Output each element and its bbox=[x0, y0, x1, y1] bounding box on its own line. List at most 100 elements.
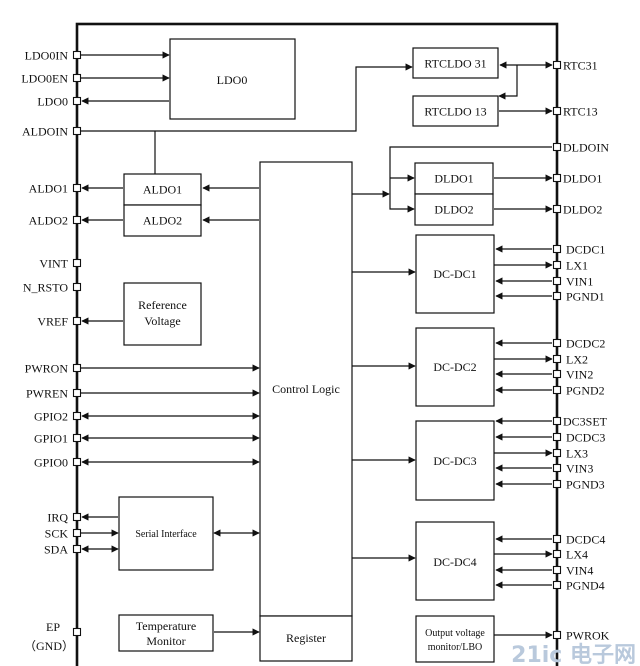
pin-pgnd3-label: PGND3 bbox=[566, 478, 605, 492]
pin-gnd-label: （GND） bbox=[24, 639, 74, 653]
block-dcdc2-label: DC-DC2 bbox=[433, 360, 476, 374]
pin-gpio0-pad bbox=[72, 457, 82, 467]
block-temperature-monitor bbox=[118, 614, 214, 652]
pin-dcdc3-pad bbox=[552, 432, 562, 442]
watermark: 21ic 电子网 bbox=[511, 643, 636, 666]
pin-lx1-pad bbox=[552, 260, 562, 270]
wire-rtc31-rtcldo13 bbox=[498, 65, 518, 100]
block-aldo2-label: ALDO2 bbox=[143, 214, 182, 228]
block-dcdc4-label: DC-DC4 bbox=[433, 555, 476, 569]
pin-sda-label: SDA bbox=[44, 543, 68, 557]
pin-gpio1-label: GPIO1 bbox=[34, 432, 68, 446]
left-pins: LDO0IN LDO0EN LDO0 ALDOIN ALDO1 ALDO2 VI… bbox=[21, 49, 82, 653]
block-output-voltage-monitor bbox=[415, 615, 495, 663]
pin-ep-pad bbox=[72, 627, 82, 637]
right-pins: RTC31 RTC13 DLDOIN DLDO1 DLDO2 DCDC1 LX1… bbox=[552, 59, 610, 643]
pin-irq-pad bbox=[72, 512, 82, 522]
block-rtcldo13 bbox=[412, 95, 499, 127]
pin-ldo0in-pad bbox=[72, 50, 82, 60]
block-output-line1: Output voltage bbox=[425, 628, 485, 639]
block-temp-line2: Monitor bbox=[146, 634, 185, 648]
block-rtcldo31 bbox=[412, 47, 499, 79]
pin-pgnd2-pad bbox=[552, 385, 562, 395]
pin-vin3-label: VIN3 bbox=[566, 462, 593, 476]
block-dldo1-label: DLDO1 bbox=[434, 172, 473, 186]
pin-vint-pad bbox=[72, 258, 82, 268]
pin-aldo2-pad bbox=[72, 215, 82, 225]
block-reference-line1: Reference bbox=[138, 298, 187, 312]
pin-pwrok-label: PWROK bbox=[566, 629, 610, 643]
pin-ep-label: EP bbox=[46, 620, 60, 634]
pin-aldoin-label: ALDOIN bbox=[22, 125, 68, 139]
wire-dldoin-dldo2 bbox=[389, 194, 415, 213]
block-dcdc1-label: DC-DC1 bbox=[433, 267, 476, 281]
block-aldo1-label: ALDO1 bbox=[143, 183, 182, 197]
pin-vin1-pad bbox=[552, 276, 562, 286]
pin-ldo0en-label: LDO0EN bbox=[21, 72, 68, 86]
pin-vref-pad bbox=[72, 316, 82, 326]
pin-lx1-label: LX1 bbox=[566, 259, 588, 273]
pin-rtc13-label: RTC13 bbox=[563, 105, 598, 119]
pin-pgnd4-pad bbox=[552, 580, 562, 590]
pin-vref-label: VREF bbox=[37, 315, 68, 329]
block-dcdc4 bbox=[415, 521, 495, 601]
pin-dcdc3-label: DCDC3 bbox=[566, 431, 605, 445]
pin-lx3-label: LX3 bbox=[566, 447, 588, 461]
pin-pwrok-pad bbox=[552, 630, 562, 640]
pin-vin4-label: VIN4 bbox=[566, 564, 593, 578]
pin-vint-label: VINT bbox=[39, 257, 68, 271]
block-dcdc3-label: DC-DC3 bbox=[433, 454, 476, 468]
pin-ldo0-pad bbox=[72, 96, 82, 106]
pin-gpio0-label: GPIO0 bbox=[34, 456, 68, 470]
pin-pwron-label: PWRON bbox=[25, 362, 69, 376]
pin-dldoin-pad bbox=[552, 142, 562, 152]
block-output-line2: monitor/LBO bbox=[428, 642, 482, 653]
pin-sck-pad bbox=[72, 528, 82, 538]
pin-dldo1-pad bbox=[552, 173, 562, 183]
pin-rtc31-pad bbox=[552, 60, 562, 70]
block-reference-voltage bbox=[123, 282, 202, 346]
pin-sck-label: SCK bbox=[45, 527, 69, 541]
pin-ldo0-label: LDO0 bbox=[37, 95, 68, 109]
pin-dc3set-pad bbox=[552, 416, 562, 426]
pin-lx2-pad bbox=[552, 354, 562, 364]
pin-sda-pad bbox=[72, 544, 82, 554]
pin-lx4-label: LX4 bbox=[566, 548, 588, 562]
pin-vin3-pad bbox=[552, 463, 562, 473]
block-serial-interface bbox=[118, 496, 214, 571]
block-dldo2-label: DLDO2 bbox=[434, 203, 473, 217]
pin-pgnd4-label: PGND4 bbox=[566, 579, 605, 593]
pin-dldo2-pad bbox=[552, 204, 562, 214]
pin-n-rsto-label: N_RSTO bbox=[23, 281, 68, 295]
pin-pwren-label: PWREN bbox=[26, 387, 68, 401]
block-register-label: Register bbox=[286, 631, 326, 645]
block-register bbox=[259, 615, 353, 662]
pin-dcdc1-pad bbox=[552, 244, 562, 254]
pin-pgnd3-pad bbox=[552, 479, 562, 489]
pin-ldo0in-label: LDO0IN bbox=[25, 49, 69, 63]
pin-gpio2-pad bbox=[72, 411, 82, 421]
pin-pwren-pad bbox=[72, 388, 82, 398]
block-temp-line1: Temperature bbox=[136, 619, 196, 633]
pin-aldo2-label: ALDO2 bbox=[29, 214, 68, 228]
chip-outline bbox=[75, 22, 559, 666]
block-dldo1 bbox=[414, 162, 494, 195]
block-rtcldo13-label: RTCLDO 13 bbox=[424, 105, 486, 119]
pin-dcdc4-label: DCDC4 bbox=[566, 533, 605, 547]
functional-blocks: LDO0 RTCLDO 31 RTCLDO 13 ALDO1 ALDO2 Ref… bbox=[118, 38, 499, 663]
pin-pgnd1-label: PGND1 bbox=[566, 290, 605, 304]
pin-lx3-pad bbox=[552, 448, 562, 458]
pin-dcdc4-pad bbox=[552, 534, 562, 544]
pin-dc3set-label: DC3SET bbox=[563, 415, 608, 429]
pin-rtc13-pad bbox=[552, 106, 562, 116]
pin-pgnd2-label: PGND2 bbox=[566, 384, 605, 398]
block-ldo0 bbox=[169, 38, 296, 120]
pin-vin1-label: VIN1 bbox=[566, 275, 593, 289]
block-dldo2 bbox=[414, 193, 494, 226]
wire-aldoin-rtc bbox=[81, 63, 413, 132]
pin-dcdc2-label: DCDC2 bbox=[566, 337, 605, 351]
pin-vin4-pad bbox=[552, 565, 562, 575]
block-control-logic bbox=[259, 161, 353, 617]
block-reference-line2: Voltage bbox=[144, 314, 180, 328]
